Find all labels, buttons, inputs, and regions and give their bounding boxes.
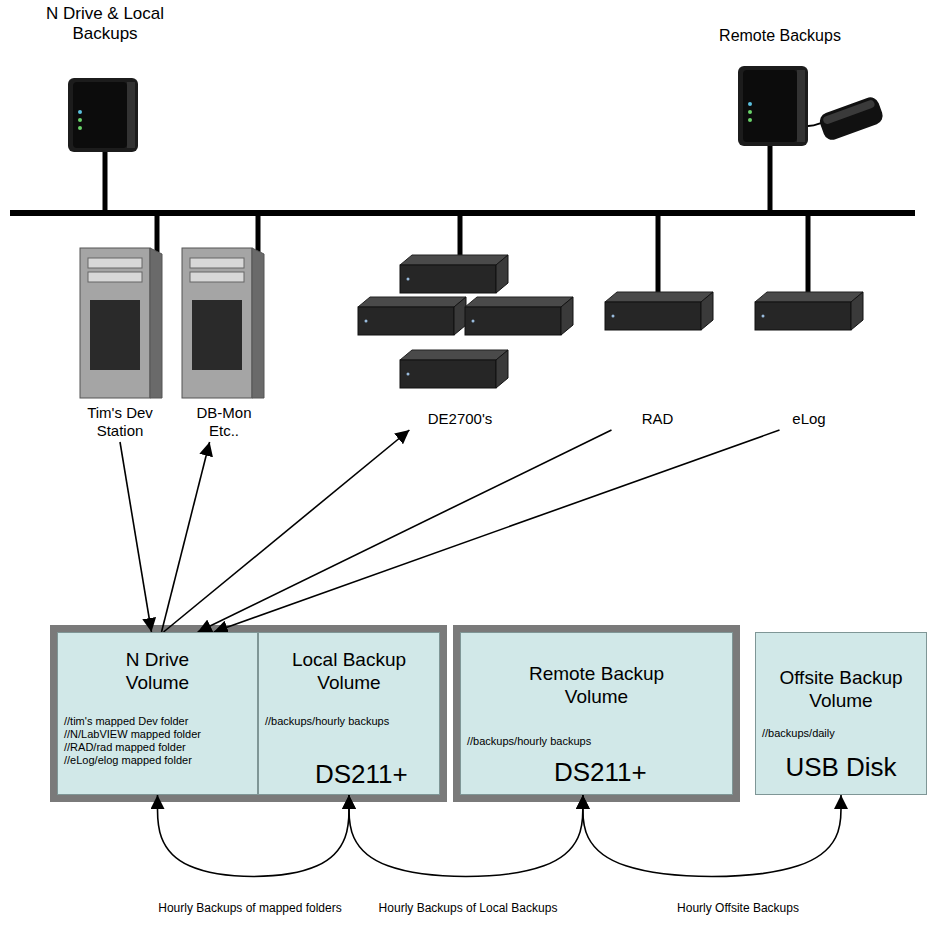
edge-label: Hourly Backups of Local Backups [376, 900, 561, 916]
device-node: N Drive & Local Backups [20, 2, 190, 47]
volume-path: //tim's mapped Dev folder [64, 715, 251, 728]
device-node: DB-Mon Etc.. [188, 402, 260, 442]
remote-nas-unit [738, 66, 885, 213]
storage-volume: Offsite Backup Volume //backups/dailyUSB … [755, 632, 927, 795]
volume-title: Offsite Backup Volume [766, 667, 916, 713]
mini-pc [465, 297, 573, 335]
device-node: Remote Backups [690, 24, 870, 47]
mini-pc [400, 350, 508, 388]
volume-title: Remote Backup Volume [522, 663, 672, 709]
nas-unit-box: DS211+ N Drive Volume //tim's mapped Dev f… [50, 625, 447, 802]
data-link [162, 442, 210, 632]
device-label: N Drive & Local Backups [22, 4, 188, 45]
device-node: Tim's Dev Station [68, 402, 172, 442]
device-label: RAD [602, 410, 713, 428]
volume-path: //backups/hourly backups [467, 735, 726, 748]
backup-arc [583, 795, 841, 876]
edge-label: Hourly Backups of mapped folders [155, 900, 344, 916]
mini-pc-group [358, 255, 863, 388]
volume-path: USB Disk [762, 752, 920, 783]
nas-frames [54, 629, 737, 799]
device-label: DE2700's [352, 410, 568, 428]
volume-path: //eLog/elog mapped folder [64, 754, 251, 767]
data-link [164, 430, 410, 632]
device-label: DB-Mon Etc.. [190, 404, 258, 440]
volume-title: Local Backup Volume [284, 649, 414, 695]
storage-volume: N Drive Volume//tim's mapped Dev folder/… [57, 632, 258, 795]
tower-pc [80, 213, 162, 398]
backup-arc [349, 795, 583, 876]
data-link [214, 430, 780, 632]
unit-frame [54, 629, 444, 799]
mini-pc [605, 292, 713, 330]
volume-path: //backups/hourly backups [265, 715, 433, 728]
volume-path: //backups/daily [762, 727, 920, 740]
device-label: Remote Backups [692, 26, 868, 45]
tower-pc [182, 213, 264, 398]
unit-model: DS211+ [551, 757, 650, 788]
device-node: eLog [750, 408, 868, 430]
data-link [120, 442, 151, 632]
data-link [198, 430, 612, 632]
mini-pc [400, 255, 508, 293]
volume-path: //N/LabVIEW mapped folder [64, 728, 251, 741]
device-node: DE2700's [350, 408, 570, 430]
nas-unit-box: DS211+ Remote Backup Volume //backups/hour… [453, 625, 740, 802]
mini-pc [755, 292, 863, 330]
device-wires [460, 213, 808, 294]
unit-model: DS211+ [312, 759, 411, 790]
device-label: eLog [752, 410, 866, 428]
volume-path: //RAD/rad mapped folder [64, 741, 251, 754]
mini-pc [358, 297, 466, 335]
volume-title: N Drive Volume [103, 649, 213, 695]
nas-unit [68, 78, 138, 213]
unit-frame [457, 629, 737, 799]
device-node: RAD [600, 408, 715, 430]
edge-label: Hourly Offsite Backups [674, 900, 802, 916]
device-label: Tim's Dev Station [70, 404, 170, 440]
backup-arc [158, 795, 350, 876]
